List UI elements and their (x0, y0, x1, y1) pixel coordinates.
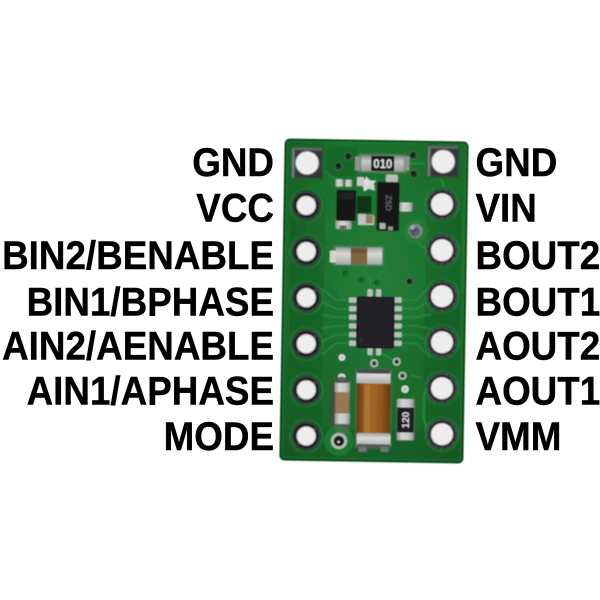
svg-text:VIN: VIN (476, 186, 537, 230)
svg-text:GND: GND (192, 141, 274, 185)
svg-text:BOUT1: BOUT1 (476, 280, 600, 324)
svg-text:VCC: VCC (196, 186, 274, 230)
svg-text:AOUT2: AOUT2 (476, 325, 600, 369)
svg-text:BIN1/BPHASE: BIN1/BPHASE (27, 280, 274, 324)
svg-text:BIN2/BENABLE: BIN2/BENABLE (2, 234, 274, 278)
svg-text:BOUT2: BOUT2 (476, 234, 600, 278)
svg-text:AOUT1: AOUT1 (476, 370, 600, 414)
svg-text:MODE: MODE (164, 415, 274, 459)
svg-text:VMM: VMM (476, 415, 562, 459)
svg-text:AIN1/APHASE: AIN1/APHASE (27, 370, 274, 414)
svg-text:AIN2/AENABLE: AIN2/AENABLE (2, 325, 274, 369)
svg-text:GND: GND (476, 141, 558, 185)
